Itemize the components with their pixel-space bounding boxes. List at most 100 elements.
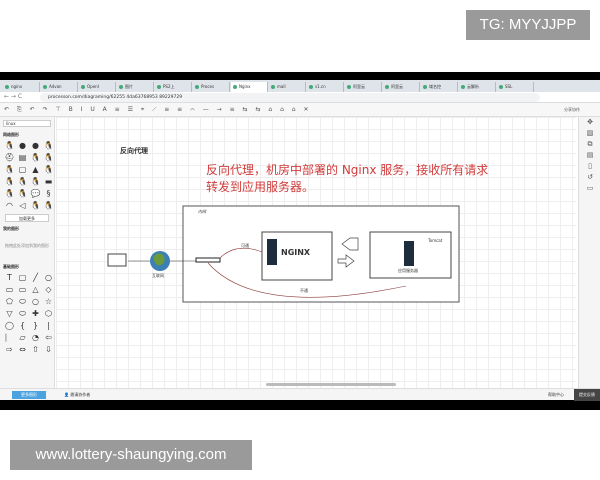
network-shape[interactable]: 🐧 (30, 201, 41, 210)
basic-shape[interactable]: T (7, 273, 12, 282)
shape-search-input[interactable]: linux (3, 120, 51, 127)
browser-tab[interactable]: PS2上 (155, 82, 192, 92)
tomcat-label[interactable]: Tomcat (428, 238, 443, 243)
network-shape[interactable]: 🐧 (43, 201, 54, 210)
browser-tab[interactable]: OpenI (79, 82, 116, 92)
basic-shape[interactable]: ◔ (32, 333, 39, 342)
history-icon[interactable]: ↺ (587, 173, 593, 181)
browser-tab[interactable]: nginx (3, 82, 40, 92)
bottom-bar: 更多图形 👤 邀请协作者 帮助中心 提交反馈 (0, 388, 600, 401)
browser-tab[interactable]: mall (269, 82, 306, 92)
basic-shape[interactable]: ▭ (18, 285, 27, 294)
load-more-button[interactable]: 加载更多 (5, 214, 49, 222)
network-shape[interactable]: 🐧 (17, 189, 28, 198)
basic-shape[interactable]: ⇨ (6, 345, 13, 354)
network-shape[interactable]: 🐧 (43, 165, 54, 174)
basic-shape[interactable]: ⬡ (45, 309, 52, 318)
section-my-shapes[interactable]: 我的图形 (3, 226, 19, 231)
network-shape[interactable]: ◠ (6, 201, 13, 210)
comment-icon[interactable]: ▭ (586, 184, 594, 192)
basic-shape[interactable]: ✚ (32, 309, 39, 318)
horizontal-scrollbar[interactable] (266, 383, 396, 386)
app-server-label[interactable]: 应用服务器 (398, 268, 418, 273)
browser-tab[interactable]: Nginx (231, 82, 268, 92)
diagram-canvas[interactable]: 反向代理 反向代理，机房中部署的 Nginx 服务，接收所有请求 转发到应用服务… (56, 117, 576, 388)
basic-shape[interactable]: ⎸ (5, 333, 14, 342)
share-button[interactable]: 分享协作 (564, 107, 580, 112)
style-icon[interactable]: ✥ (587, 118, 593, 126)
basic-shape[interactable]: △ (32, 285, 39, 294)
network-shape[interactable]: ● (19, 141, 26, 150)
network-shape[interactable]: 🐧 (43, 141, 54, 150)
browser-tab[interactable]: Advan (41, 82, 78, 92)
basic-shape[interactable]: ⇩ (45, 345, 52, 354)
network-shape[interactable]: 🐧 (30, 153, 41, 162)
browser-tab[interactable]: 图片 (117, 82, 154, 92)
invite-collaborator-button[interactable]: 👤 邀请协作者 (64, 392, 91, 397)
section-basic-shapes[interactable]: 基础图形 (3, 264, 19, 269)
intranet-label[interactable]: 内网 (198, 209, 206, 214)
basic-shape[interactable]: } (32, 321, 39, 330)
section-network-shapes[interactable]: 网络图形 (3, 132, 19, 137)
layout-icon[interactable]: ⧉ (587, 140, 593, 148)
basic-shape[interactable]: ⬭ (19, 297, 26, 306)
browser-tab[interactable]: 域名控 (421, 82, 458, 92)
file-icon[interactable]: ▯ (588, 162, 592, 170)
network-shape[interactable]: ▲ (32, 165, 39, 174)
network-shape[interactable]: 🐧 (4, 177, 15, 186)
network-shape[interactable]: 🐧 (4, 165, 15, 174)
network-shape[interactable]: 🐧 (4, 189, 15, 198)
nav-back-forward-reload-icons[interactable]: ← → C (4, 93, 23, 100)
toolbar-icons[interactable]: ↶ ⎘ ↶ ↷ ⊤ B I U A ≡ ☰ ⌖ ⟋ ≡ ≡ ⌒ — → ≡ ⇆ … (4, 106, 312, 113)
basic-shape[interactable]: ▢ (18, 273, 27, 282)
basic-shape[interactable]: ▽ (6, 309, 13, 318)
pass-label[interactable]: 可通 (241, 243, 249, 248)
network-shape[interactable]: ▤ (18, 153, 27, 162)
basic-shape[interactable]: ◇ (45, 285, 52, 294)
browser-tab[interactable]: 云解析 (459, 82, 496, 92)
browser-tab[interactable]: Proces (193, 82, 230, 92)
caption-line-1[interactable]: 反向代理，机房中部署的 Nginx 服务，接收所有请求 (206, 163, 489, 177)
network-shape[interactable]: 🐧 (43, 153, 54, 162)
basic-shape[interactable]: ⇔ (19, 345, 26, 354)
basic-shape[interactable]: ⇦ (45, 333, 52, 342)
page-icon[interactable]: ▤ (586, 151, 594, 159)
feedback-button[interactable]: 提交反馈 (574, 389, 600, 401)
basic-shape[interactable]: ○ (32, 297, 39, 306)
caption-line-2[interactable]: 转发到应用服务器。 (206, 180, 315, 194)
basic-shape[interactable]: ▭ (5, 285, 14, 294)
browser-tab[interactable]: 阿里云 (345, 82, 382, 92)
basic-shape[interactable]: { (19, 321, 26, 330)
network-shape[interactable]: ● (32, 141, 39, 150)
network-shape[interactable]: 🐧 (4, 141, 15, 150)
url-input[interactable]: processon.com/diagraming/62255 4da637689… (40, 93, 540, 102)
basic-shape[interactable]: ◯ (5, 321, 14, 330)
basic-shape[interactable]: ○ (45, 273, 52, 282)
nginx-label[interactable]: NGINX (281, 248, 311, 257)
network-shape[interactable]: 🐧 (30, 177, 41, 186)
network-shape[interactable]: § (46, 189, 51, 198)
basic-shape[interactable]: ☆ (44, 297, 53, 306)
block-label[interactable]: 不通 (300, 288, 308, 293)
more-shapes-button[interactable]: 更多图形 (12, 391, 46, 399)
network-shape[interactable]: 🐧 (17, 177, 28, 186)
browser-tab[interactable]: 阿里云 (383, 82, 420, 92)
basic-shape[interactable]: ⬭ (19, 309, 26, 318)
basic-shape[interactable]: ╱ (33, 273, 38, 282)
internet-label[interactable]: 互联网 (152, 273, 164, 278)
network-shape[interactable]: ▢ (18, 165, 27, 174)
basic-shape[interactable]: ▱ (19, 333, 26, 342)
basic-shape[interactable]: ⬠ (6, 297, 13, 306)
image-icon[interactable]: ▨ (586, 129, 594, 137)
network-shape[interactable]: ⛑ (4, 153, 15, 162)
my-shapes-dropzone[interactable]: 拖拽此处添加到我的图形 (5, 243, 49, 248)
basic-shape[interactable]: ⇧ (32, 345, 39, 354)
network-shape[interactable]: ◁ (19, 201, 26, 210)
browser-tab[interactable]: SSL (497, 82, 534, 92)
browser-tab[interactable]: s1.cn (307, 82, 344, 92)
diagram-title[interactable]: 反向代理 (120, 147, 148, 155)
network-shape[interactable]: 💬 (30, 189, 41, 198)
network-shape[interactable]: ▬ (44, 177, 53, 186)
basic-shape[interactable]: | (47, 321, 50, 330)
help-center-link[interactable]: 帮助中心 (548, 392, 564, 397)
